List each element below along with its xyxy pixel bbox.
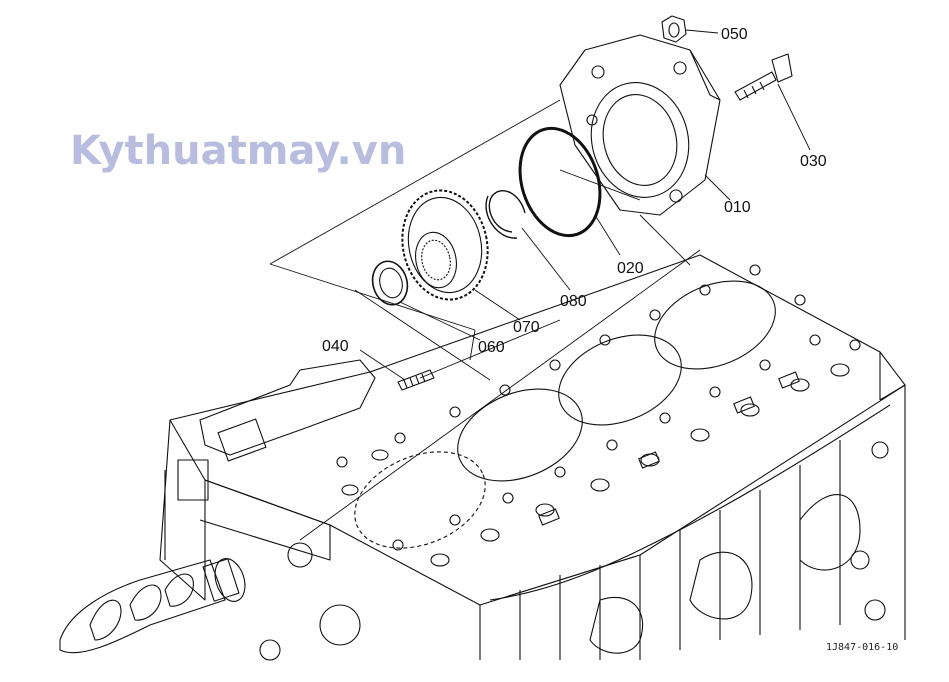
bolt-030 [734,53,793,101]
callout-070: 070 [513,319,540,336]
callout-030: 030 [800,153,827,170]
callout-060: 060 [478,339,505,356]
callout-010: 010 [724,199,751,216]
circlip-080 [485,190,526,239]
callout-040: 040 [322,338,349,355]
camshaft [59,558,246,654]
coolant-ports [341,363,850,567]
cover-010 [559,34,721,216]
o-ring-020 [518,126,602,238]
stud-040 [397,369,435,391]
drawing-id: 1J847-016-10 [826,642,899,653]
callouts: 050 030 010 020 080 070 060 040 [322,26,827,356]
gasket-pattern [336,264,861,567]
callout-080: 080 [560,293,587,310]
engine-block [159,254,906,661]
callout-020: 020 [617,260,644,277]
bolt-holes [336,264,861,551]
watermark-text: Kythuatmay.vn [70,128,407,174]
callout-050: 050 [721,26,748,43]
assembly-lines [269,99,701,541]
collar-060 [371,260,409,306]
gear-070 [401,189,489,301]
leader-lines [359,29,811,381]
nut-050 [661,15,687,43]
